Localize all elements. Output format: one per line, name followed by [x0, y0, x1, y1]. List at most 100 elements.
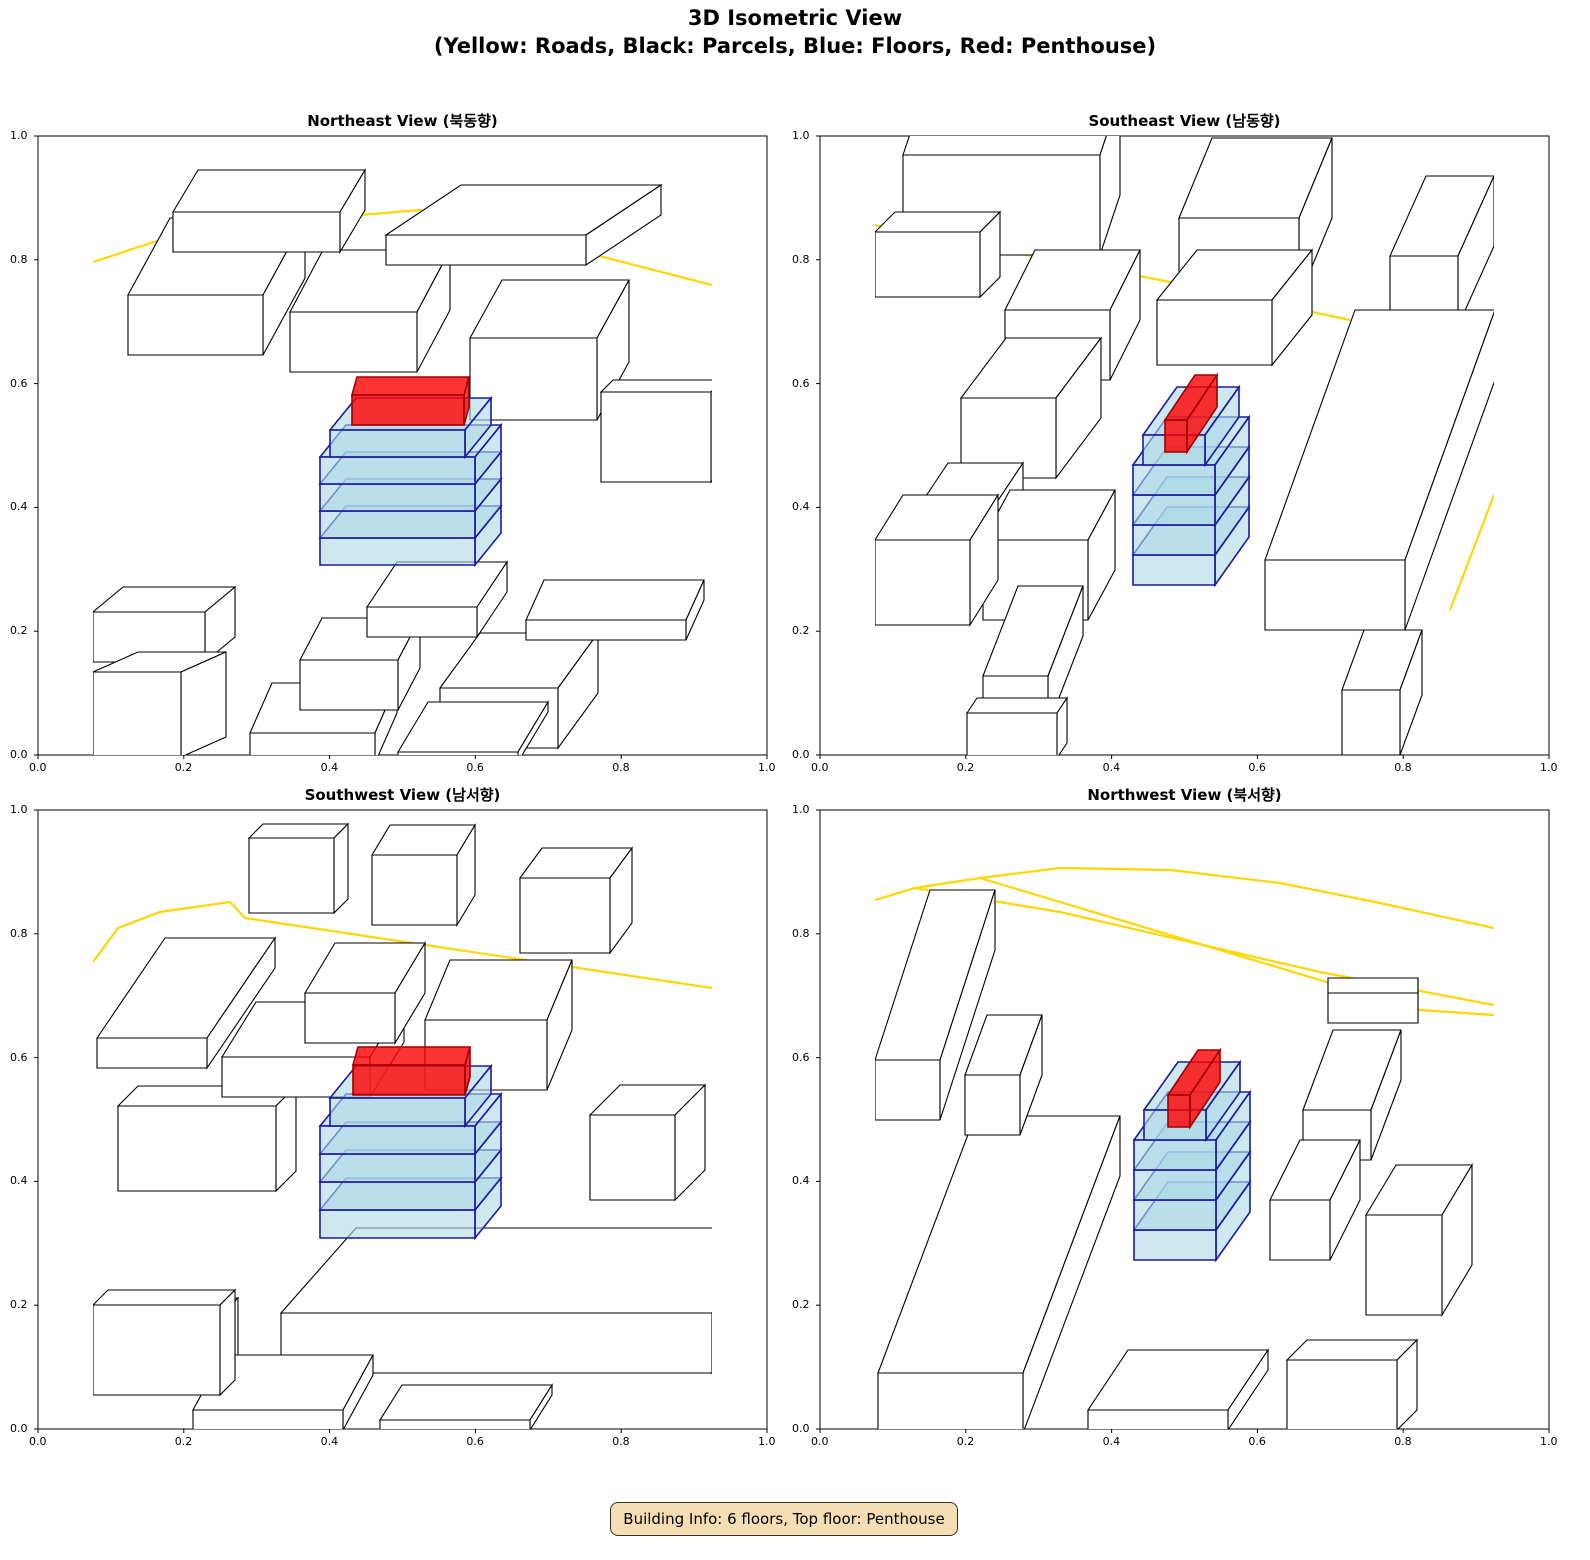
parcel-building	[93, 585, 237, 664]
y-tick-label: 0.2	[792, 1298, 810, 1312]
panel-southwest	[93, 822, 712, 1429]
figure-subtitle: (Yellow: Roads, Black: Parcels, Blue: Fl…	[433, 34, 1157, 58]
penthouse	[350, 376, 471, 426]
parcel-building	[959, 336, 1103, 480]
x-tick-label: 0.6	[1248, 1435, 1266, 1448]
parcel-building	[588, 1083, 707, 1202]
y-tick-label: 0.6	[10, 376, 28, 390]
panel-title-southeast: Southeast View (남동향)	[1088, 112, 1281, 130]
road-line	[875, 866, 1494, 930]
panel-northeast	[93, 168, 712, 755]
x-tick-label: 1.0	[1540, 761, 1558, 774]
y-tick-label: 0.6	[10, 1050, 28, 1064]
y-tick-label: 0.6	[792, 376, 810, 390]
parcel-building	[116, 1084, 298, 1193]
x-tick-label: 0.8	[612, 761, 630, 774]
y-tick-label: 0.8	[792, 252, 810, 266]
x-tick-label: 0.6	[466, 1435, 484, 1448]
figure-title: 3D Isometric View	[687, 6, 903, 30]
y-tick-label: 0.4	[792, 1174, 810, 1188]
x-tick-label: 0.0	[811, 761, 829, 774]
y-tick-label: 0.8	[792, 926, 810, 940]
y-tick-label: 0.4	[10, 1174, 28, 1188]
parcel-building	[518, 846, 634, 955]
building-info-box: Building Info: 6 floors, Top floor: Pent…	[610, 1502, 958, 1536]
parcel-building	[1264, 309, 1494, 631]
x-tick-label: 0.4	[1102, 761, 1121, 774]
parcel-building	[875, 210, 1002, 299]
parcel-building	[1269, 1139, 1361, 1261]
parcel-building	[1327, 977, 1419, 1024]
x-tick-label: 0.4	[320, 761, 339, 774]
x-tick-label: 0.0	[29, 761, 47, 774]
panel-title-southwest: Southwest View (남서향)	[304, 786, 501, 804]
parcel-building	[397, 700, 549, 755]
y-tick-label: 0.2	[792, 624, 810, 638]
x-tick-label: 1.0	[758, 761, 776, 774]
penthouse	[351, 1046, 472, 1096]
y-tick-label: 1.0	[10, 803, 28, 816]
x-tick-label: 1.0	[758, 1435, 776, 1448]
y-tick-label: 1.0	[792, 803, 810, 816]
y-tick-label: 0.0	[10, 1422, 28, 1435]
x-tick-label: 0.2	[174, 761, 193, 774]
road-line	[1448, 494, 1494, 611]
parcel-building	[599, 379, 712, 484]
panel-title-northwest: Northwest View (북서향)	[1087, 786, 1282, 804]
y-tick-label: 0.2	[10, 1298, 28, 1312]
parcel-building	[875, 493, 999, 627]
x-tick-label: 0.0	[29, 1435, 47, 1448]
parcel-building	[525, 579, 705, 641]
x-tick-label: 0.0	[811, 1435, 829, 1448]
y-tick-label: 0.8	[10, 926, 28, 940]
parcel-building	[365, 560, 509, 639]
y-tick-label: 0.0	[10, 748, 28, 761]
parcel-building	[371, 823, 476, 927]
y-tick-label: 0.2	[10, 624, 28, 638]
parcel-building	[95, 936, 277, 1070]
x-tick-label: 0.2	[956, 761, 975, 774]
parcel-building	[1365, 1163, 1473, 1317]
parcel-building	[279, 1227, 712, 1375]
parcel-building	[1341, 629, 1423, 755]
parcel-building	[964, 1014, 1043, 1136]
y-tick-label: 0.4	[10, 500, 28, 514]
road-line	[93, 900, 712, 990]
y-tick-label: 0.4	[792, 500, 810, 514]
parcel-building	[93, 651, 227, 755]
parcel-building	[1389, 175, 1494, 327]
parcel-building	[384, 183, 663, 267]
x-tick-label: 0.6	[466, 761, 484, 774]
parcel-building	[379, 1383, 553, 1429]
parcel-building	[93, 1288, 237, 1397]
x-tick-label: 0.8	[612, 1435, 630, 1448]
x-tick-label: 0.2	[956, 1435, 975, 1448]
x-tick-label: 0.2	[174, 1435, 193, 1448]
parcel-building	[965, 696, 1069, 755]
parcel-building	[469, 279, 630, 421]
penthouse	[1166, 1047, 1222, 1130]
parcel-building	[1086, 1348, 1270, 1429]
x-tick-label: 0.6	[1248, 761, 1266, 774]
x-tick-label: 0.4	[1102, 1435, 1121, 1448]
x-tick-label: 0.4	[320, 1435, 339, 1448]
panel-northwest	[875, 866, 1494, 1429]
y-tick-label: 0.8	[10, 252, 28, 266]
panel-southeast	[875, 136, 1494, 755]
y-tick-label: 0.6	[792, 1050, 810, 1064]
x-tick-label: 0.8	[1394, 761, 1412, 774]
parcel-building	[1285, 1338, 1419, 1429]
parcel-building	[247, 822, 350, 915]
parcel-building	[172, 168, 366, 254]
parcel-building	[877, 1115, 1121, 1429]
y-tick-label: 0.0	[792, 748, 810, 761]
parcel-building	[1155, 248, 1314, 367]
penthouse	[1163, 372, 1219, 455]
x-tick-label: 1.0	[1540, 1435, 1558, 1448]
panel-title-northeast: Northeast View (북동향)	[307, 112, 498, 130]
x-tick-label: 0.8	[1394, 1435, 1412, 1448]
parcel-building	[289, 249, 451, 373]
parcel-building	[875, 889, 996, 1121]
y-tick-label: 1.0	[792, 129, 810, 142]
